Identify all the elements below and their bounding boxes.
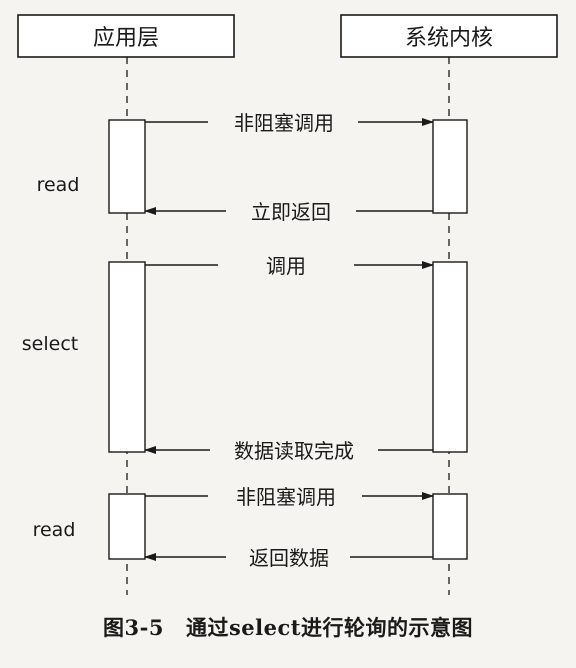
message-return-2-label: 数据读取完成 [234,439,354,463]
phase-label-read-2: read [33,519,76,541]
message-call-3: 非阻塞调用 [145,485,434,509]
figure-title: 通过select进行轮询的示意图 [185,615,473,640]
figure-caption: 图3-5 通过select进行轮询的示意图 [0,612,576,642]
participant-kernel: 系统内核 [340,14,558,58]
participant-app-label: 应用层 [93,26,159,51]
phase-label-select: select [22,333,78,355]
participant-kernel-label: 系统内核 [405,26,493,51]
activation-app-select [108,261,146,453]
activation-kernel-select [432,261,468,453]
message-return-2: 数据读取完成 [144,439,433,463]
phase-label-read-1: read [37,174,80,196]
message-call-2: 调用 [145,254,434,278]
message-return-3: 返回数据 [144,546,433,570]
activation-app-read-2 [108,493,146,560]
message-call-1: 非阻塞调用 [145,111,434,135]
activation-kernel-read-1 [432,119,468,214]
activation-kernel-read-2 [432,493,468,560]
activation-app-read-1 [108,119,146,214]
participant-app: 应用层 [17,14,235,58]
message-call-3-label: 非阻塞调用 [236,485,336,509]
message-return-1-label: 立即返回 [251,200,331,224]
message-return-3-label: 返回数据 [249,546,329,570]
message-call-1-label: 非阻塞调用 [234,111,334,135]
figure-number: 图3-5 [103,615,164,640]
message-call-2-label: 调用 [266,254,306,278]
message-return-1: 立即返回 [144,200,433,224]
